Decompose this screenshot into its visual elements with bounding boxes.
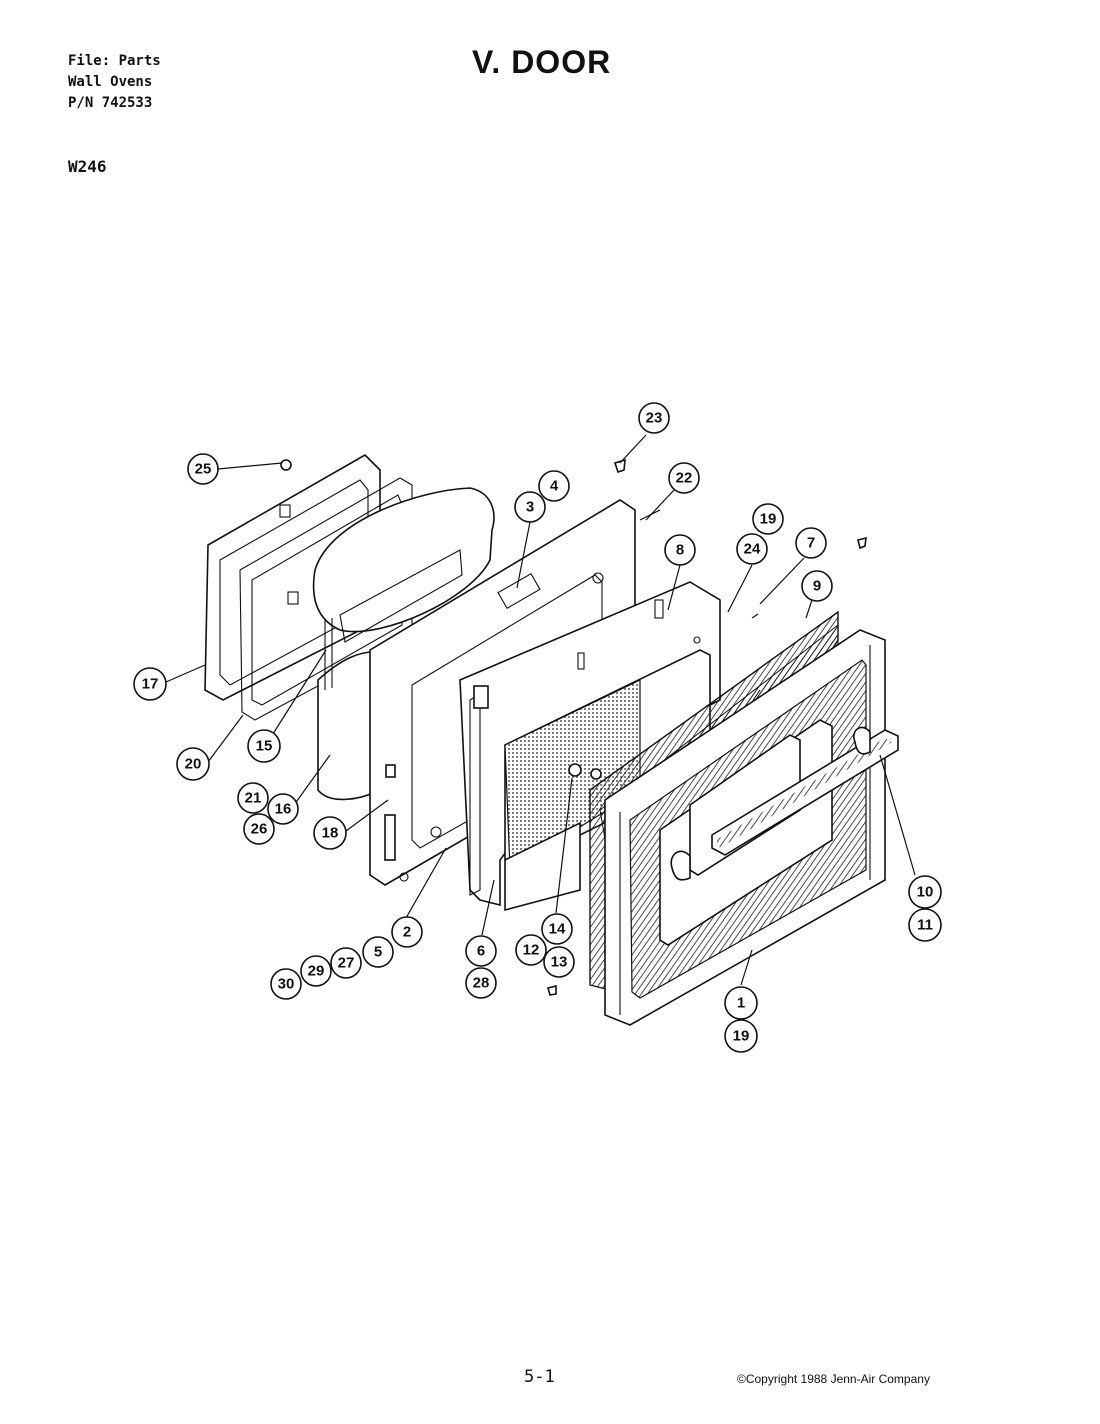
callout-11: 11 bbox=[908, 908, 942, 942]
svg-text:30: 30 bbox=[278, 976, 295, 993]
callout-10: 10 bbox=[908, 875, 942, 909]
callout-29: 29 bbox=[300, 955, 332, 987]
svg-text:9: 9 bbox=[813, 578, 821, 595]
callout-20: 20 bbox=[176, 747, 210, 781]
file-line: File: Parts bbox=[68, 53, 161, 69]
svg-text:7: 7 bbox=[807, 535, 815, 552]
callout-21: 21 bbox=[237, 782, 269, 814]
svg-text:20: 20 bbox=[185, 756, 202, 773]
svg-text:11: 11 bbox=[917, 917, 933, 934]
svg-text:29: 29 bbox=[308, 963, 325, 980]
callout-26: 26 bbox=[243, 813, 275, 845]
svg-text:6: 6 bbox=[477, 943, 485, 960]
svg-text:4: 4 bbox=[550, 478, 559, 495]
callout-9: 9 bbox=[801, 570, 833, 602]
svg-text:13: 13 bbox=[551, 954, 568, 971]
page-number: 5-1 bbox=[524, 1367, 555, 1387]
callout-3: 3 bbox=[514, 491, 546, 523]
callout-23: 23 bbox=[638, 402, 670, 434]
svg-text:10: 10 bbox=[917, 884, 934, 901]
callout-19-top: 19 bbox=[752, 503, 784, 535]
callout-16: 16 bbox=[267, 793, 299, 825]
part-number-line: P/N 742533 bbox=[68, 95, 153, 111]
callout-1: 1 bbox=[724, 986, 758, 1020]
callout-24: 24 bbox=[736, 533, 768, 565]
svg-text:15: 15 bbox=[256, 738, 273, 755]
svg-text:8: 8 bbox=[676, 542, 684, 559]
svg-text:1: 1 bbox=[737, 995, 745, 1012]
svg-text:25: 25 bbox=[195, 461, 212, 478]
callout-22: 22 bbox=[668, 462, 700, 494]
callout-17: 17 bbox=[133, 667, 167, 701]
callout-30: 30 bbox=[270, 968, 302, 1000]
insulation-blanket bbox=[312, 487, 495, 801]
product-line: Wall Ovens bbox=[68, 74, 153, 90]
svg-text:23: 23 bbox=[646, 410, 663, 427]
callout-4: 4 bbox=[538, 470, 570, 502]
svg-text:14: 14 bbox=[549, 921, 566, 938]
svg-text:2: 2 bbox=[403, 924, 411, 941]
callout-6: 6 bbox=[465, 935, 497, 967]
svg-text:5: 5 bbox=[374, 944, 382, 961]
svg-text:21: 21 bbox=[245, 790, 262, 807]
callout-19-bottom: 19 bbox=[724, 1019, 758, 1053]
callout-18: 18 bbox=[313, 816, 347, 850]
callout-14: 14 bbox=[541, 913, 573, 945]
door-window-pack bbox=[504, 649, 711, 912]
copyright-notice: ©Copyright 1988 Jenn-Air Company bbox=[737, 1372, 930, 1386]
file-info-block: File: Parts Wall Ovens P/N 742533 bbox=[68, 51, 161, 114]
callout-8: 8 bbox=[664, 534, 696, 566]
svg-text:19: 19 bbox=[733, 1028, 750, 1045]
callout-7: 7 bbox=[795, 527, 827, 559]
svg-text:18: 18 bbox=[322, 825, 339, 842]
callout-15: 15 bbox=[247, 729, 281, 763]
model-number: W246 bbox=[68, 157, 107, 176]
svg-text:19: 19 bbox=[760, 511, 777, 528]
svg-text:3: 3 bbox=[526, 499, 534, 516]
leader-lines bbox=[165, 434, 916, 986]
svg-text:17: 17 bbox=[142, 676, 159, 693]
svg-text:22: 22 bbox=[676, 470, 693, 487]
hardware-screws bbox=[280, 458, 867, 996]
callout-25: 25 bbox=[187, 453, 219, 485]
callout-2: 2 bbox=[391, 916, 423, 948]
callout-28: 28 bbox=[465, 967, 497, 999]
page-title: V. DOOR bbox=[472, 44, 612, 80]
svg-text:27: 27 bbox=[338, 955, 355, 972]
callout-13: 13 bbox=[543, 946, 575, 978]
svg-text:26: 26 bbox=[251, 821, 268, 838]
svg-text:12: 12 bbox=[523, 942, 540, 959]
svg-text:24: 24 bbox=[744, 541, 761, 558]
door-handle bbox=[670, 726, 899, 881]
callout-27: 27 bbox=[330, 947, 362, 979]
callout-5: 5 bbox=[362, 936, 394, 968]
callout-12: 12 bbox=[515, 934, 547, 966]
svg-text:16: 16 bbox=[275, 801, 292, 818]
svg-text:28: 28 bbox=[473, 975, 490, 992]
